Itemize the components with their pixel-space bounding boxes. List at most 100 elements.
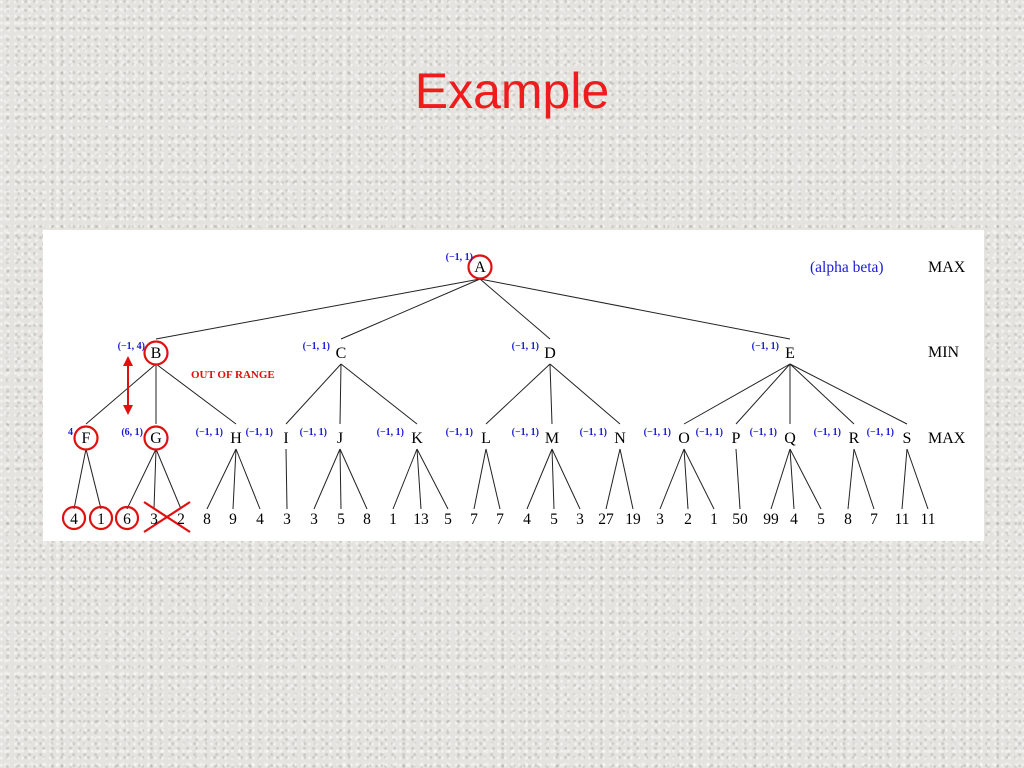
game-tree-svg: A(−1, 1)B(−1, 4)C(−1, 1)D(−1, 1)E(−1, 1)… <box>61 252 966 533</box>
node-N-label: N <box>614 430 626 447</box>
edge-D-to-N <box>549 363 621 425</box>
edge-root-to-C <box>340 278 481 340</box>
node-H-alpha-beta: (−1, 1) <box>196 427 223 438</box>
level-label-max-top: MAX <box>928 259 966 276</box>
node-G-label: G <box>150 430 162 447</box>
edge-L-to-leaf-16 <box>485 448 501 510</box>
node-L-alpha-beta: (−1, 1) <box>446 427 473 438</box>
node-P-alpha-beta: (−1, 1) <box>696 427 723 438</box>
edge-K-to-leaf-13 <box>416 448 422 510</box>
game-tree-diagram: A(−1, 1)B(−1, 4)C(−1, 1)D(−1, 1)E(−1, 1)… <box>43 230 984 541</box>
edge-H-to-leaf-5 <box>206 448 237 510</box>
edge-root-to-B <box>155 278 481 340</box>
edge-S-to-leaf-31 <box>901 448 908 510</box>
node-C-alpha-beta: (−1, 1) <box>303 341 330 352</box>
edge-O-to-leaf-24 <box>683 448 715 510</box>
node-O-alpha-beta: (−1, 1) <box>644 427 671 438</box>
leaf-11-value: 8 <box>363 511 371 528</box>
node-Q-alpha-beta: (−1, 1) <box>750 427 777 438</box>
node-S-label: S <box>903 430 912 447</box>
edge-D-to-L <box>485 363 551 425</box>
leaf-6-value: 9 <box>229 511 237 528</box>
leaf-2-highlight-circle <box>114 505 140 531</box>
edge-root-to-D <box>479 278 551 340</box>
node-B-label: B <box>151 345 162 362</box>
leaf-25-value: 50 <box>732 511 748 528</box>
slide-title: Example <box>414 63 610 119</box>
node-B-highlight-circle <box>143 340 169 366</box>
edge-G-to-leaf-2 <box>126 448 157 510</box>
edge-R-to-leaf-29 <box>847 448 855 510</box>
node-K-label: K <box>411 430 423 447</box>
edge-L-to-leaf-15 <box>473 448 487 510</box>
edge-Q-to-leaf-26 <box>770 448 791 510</box>
edge-B-to-F <box>85 363 157 425</box>
leaf-7-value: 4 <box>256 511 264 528</box>
node-E-alpha-beta: (−1, 1) <box>752 341 779 352</box>
node-R-alpha-beta: (−1, 1) <box>814 427 841 438</box>
edge-E-to-P <box>735 363 791 425</box>
leaf-21-value: 19 <box>625 511 641 528</box>
node-S-alpha-beta: (−1, 1) <box>867 427 894 438</box>
node-H-label: H <box>230 430 242 447</box>
leaf-0-highlight-circle <box>61 505 87 531</box>
leaf-3-value: 3 <box>150 511 158 528</box>
edge-S-to-leaf-32 <box>906 448 929 510</box>
leaf-1-value: 1 <box>97 511 105 528</box>
edge-J-to-leaf-10 <box>339 448 342 510</box>
edge-D-to-M <box>549 363 553 425</box>
node-J-alpha-beta: (−1, 1) <box>300 427 327 438</box>
node-F-highlight-circle <box>73 425 99 451</box>
out-of-range-arrow-head-down <box>123 405 133 415</box>
node-A-label: A <box>474 259 486 276</box>
edge-F-to-leaf-1 <box>85 448 102 510</box>
edge-E-to-R <box>789 363 855 425</box>
level-label-min: MIN <box>928 344 960 361</box>
node-A-alpha-beta: (−1, 1) <box>446 252 473 263</box>
edge-P-to-leaf-25 <box>735 448 741 510</box>
edge-K-to-leaf-12 <box>392 448 418 510</box>
leaf-24-value: 1 <box>710 511 718 528</box>
node-F-label: F <box>82 430 91 447</box>
edge-M-to-leaf-18 <box>551 448 555 510</box>
node-G-highlight-circle <box>143 425 169 451</box>
leaf-19-value: 3 <box>576 511 584 528</box>
leaf-10-value: 5 <box>337 511 345 528</box>
node-R-label: R <box>849 430 860 447</box>
tree-highlight-marks <box>61 254 493 533</box>
alpha-beta-header: (alpha beta) <box>810 259 884 276</box>
leaf-26-value: 99 <box>763 511 779 528</box>
node-D-label: D <box>544 345 556 362</box>
edge-G-to-leaf-4 <box>155 448 182 510</box>
edge-O-to-leaf-22 <box>659 448 685 510</box>
node-M-alpha-beta: (−1, 1) <box>512 427 539 438</box>
out-of-range-arrow-head-up <box>123 356 133 366</box>
out-of-range-note: OUT OF RANGE <box>191 369 275 381</box>
leaf-9-value: 3 <box>310 511 318 528</box>
edge-B-to-H <box>155 363 237 425</box>
edge-H-to-leaf-7 <box>235 448 261 510</box>
node-O-label: O <box>678 430 690 447</box>
edge-root-to-E <box>479 278 791 340</box>
leaf-15-value: 7 <box>470 511 478 528</box>
edge-E-to-O <box>683 363 791 425</box>
edge-Q-to-leaf-28 <box>789 448 822 510</box>
edge-N-to-leaf-20 <box>605 448 621 510</box>
edge-H-to-leaf-6 <box>232 448 237 510</box>
edge-M-to-leaf-17 <box>526 448 553 510</box>
node-L-label: L <box>481 430 491 447</box>
edge-O-to-leaf-23 <box>683 448 689 510</box>
leaf-5-value: 8 <box>203 511 211 528</box>
node-I-alpha-beta: (−1, 1) <box>246 427 273 438</box>
leaf-1-highlight-circle <box>88 505 114 531</box>
leaf-22-value: 3 <box>656 511 664 528</box>
leaf-20-value: 27 <box>598 511 614 528</box>
leaf-2-value: 6 <box>123 511 131 528</box>
edge-M-to-leaf-19 <box>551 448 581 510</box>
edge-J-to-leaf-9 <box>313 448 341 510</box>
leaf-0-value: 4 <box>70 511 78 528</box>
edge-E-to-S <box>789 363 908 425</box>
node-P-label: P <box>732 430 741 447</box>
leaf-12-value: 1 <box>389 511 397 528</box>
edge-Q-to-leaf-27 <box>789 448 795 510</box>
